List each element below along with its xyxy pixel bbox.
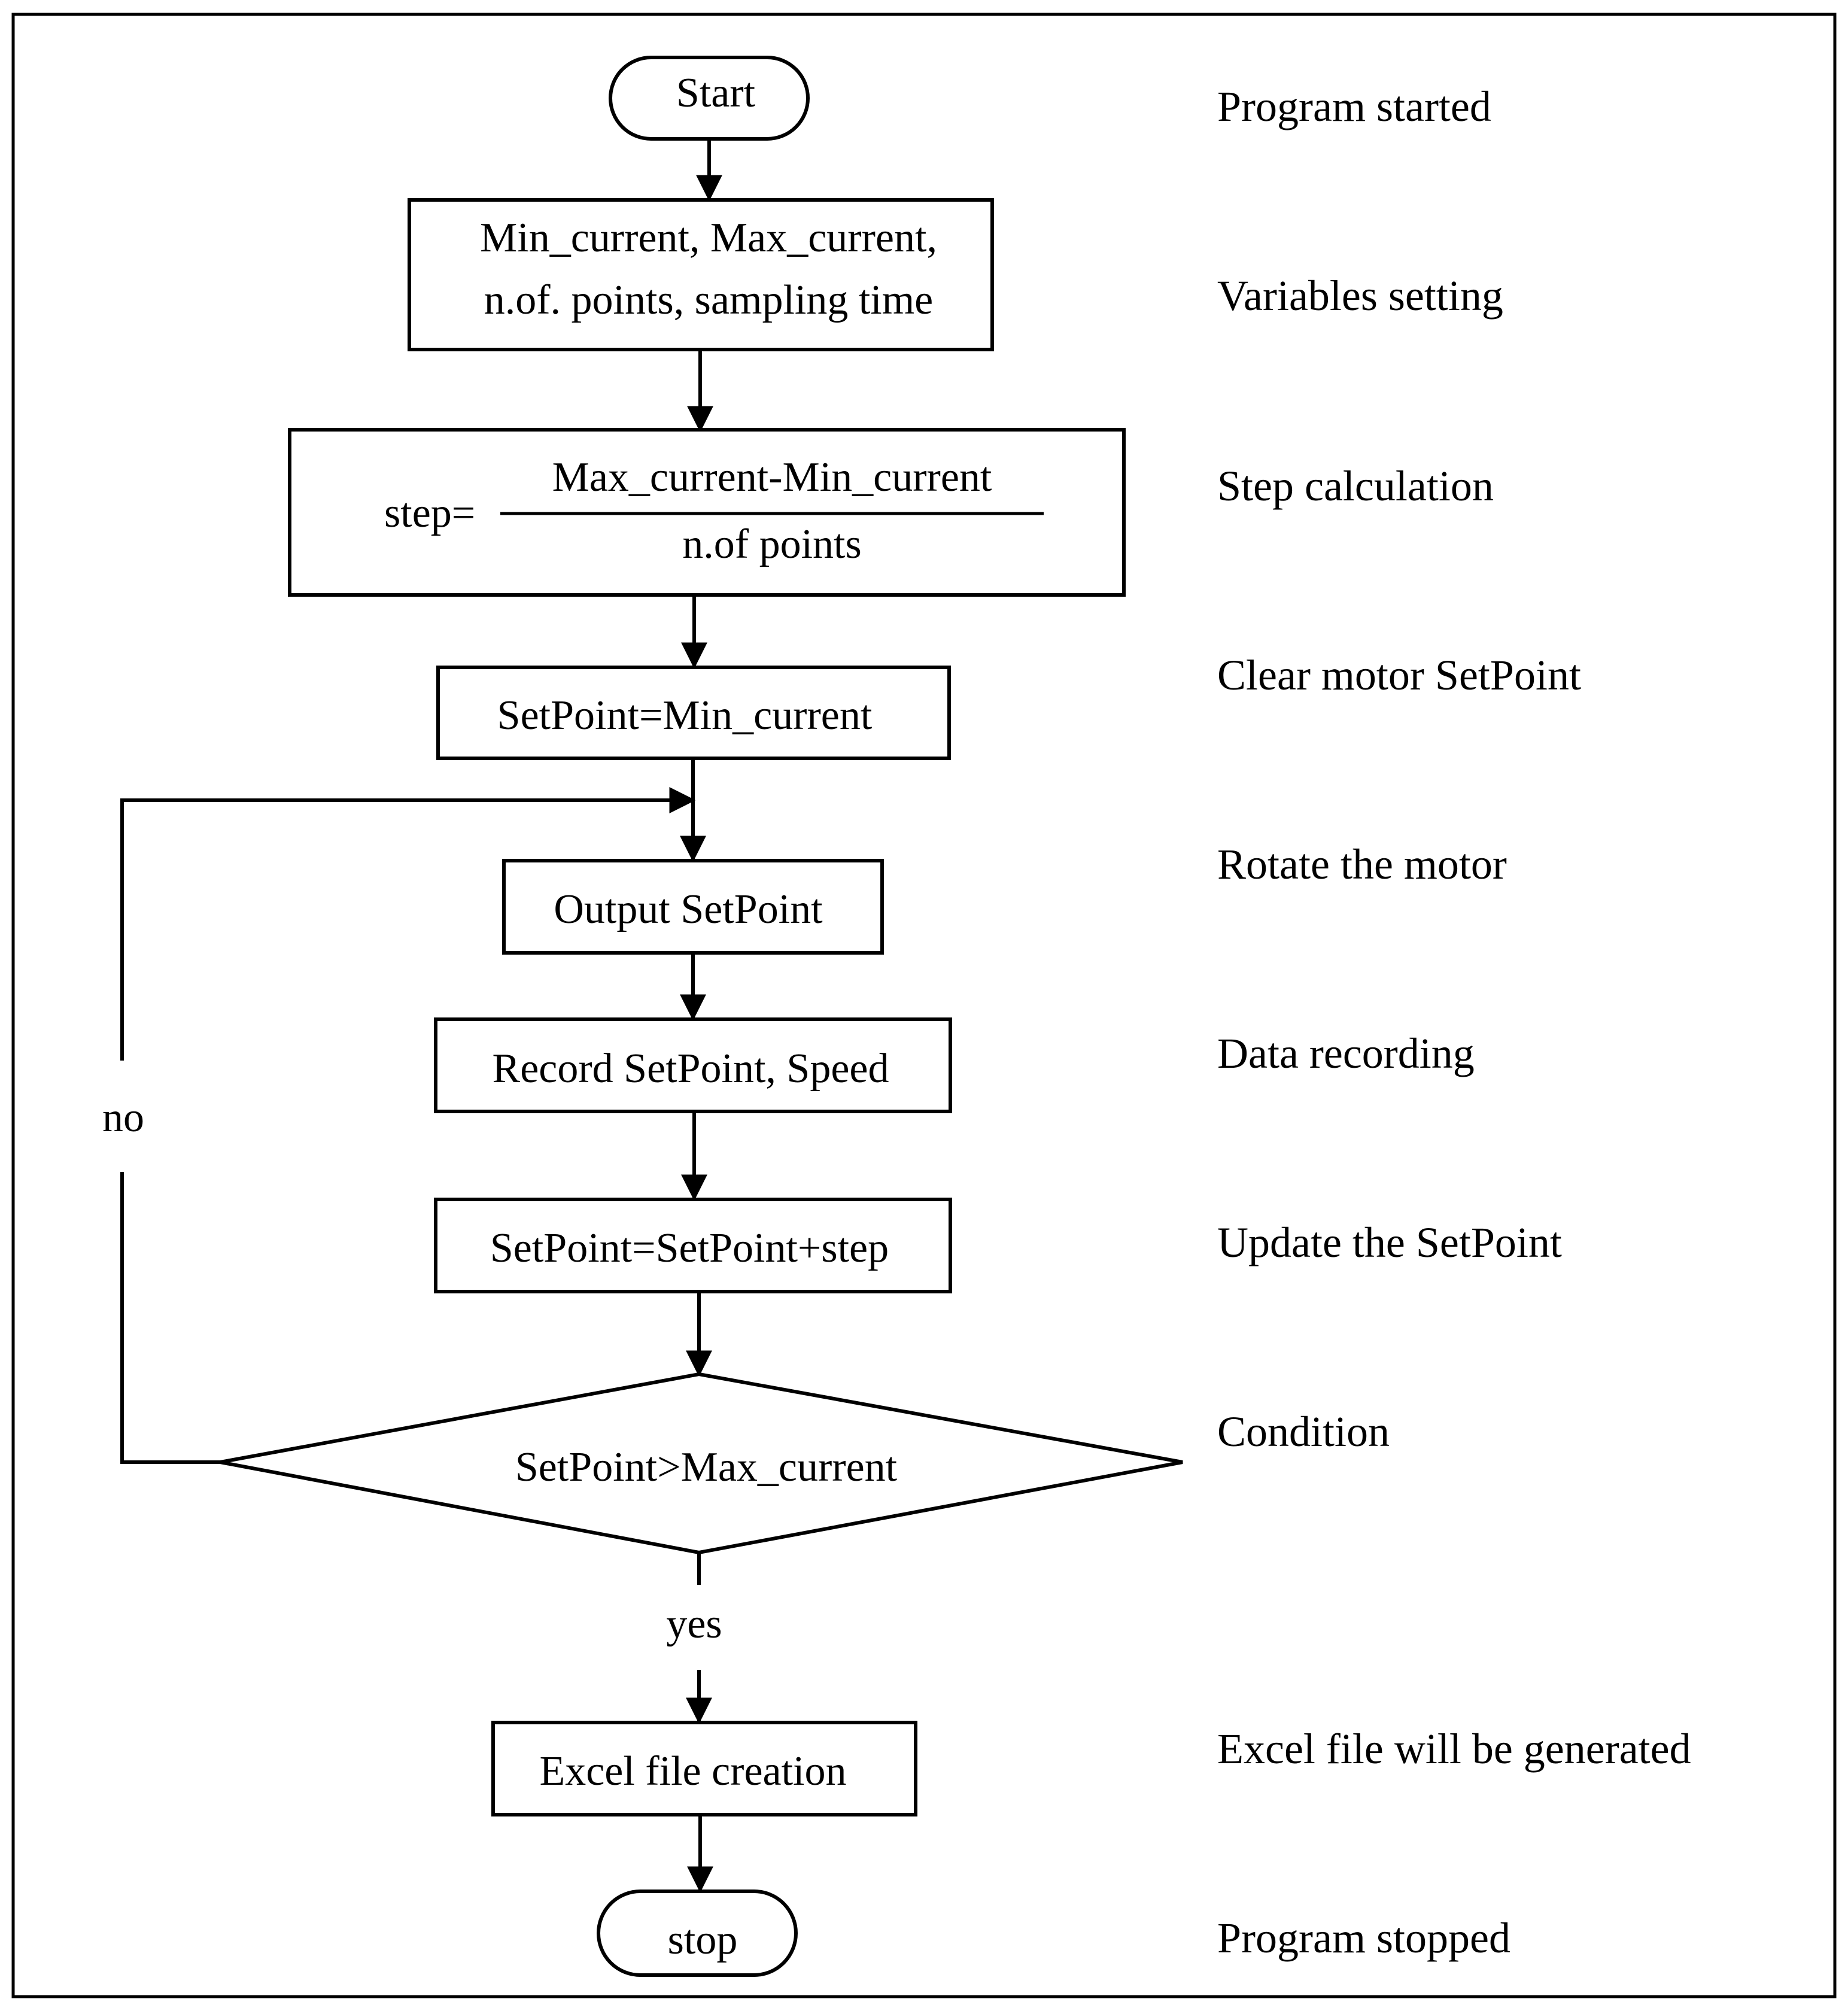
variables-line-2: n.of. points, sampling time (484, 277, 934, 323)
desc-excel-generated: Excel file will be generated (1217, 1725, 1691, 1773)
branch-yes-label: yes (666, 1601, 722, 1647)
condition-label: SetPoint>Max_current (515, 1444, 898, 1490)
record-box: Record SetPoint, Speed (434, 1017, 952, 1113)
stop-label: stop (668, 1917, 738, 1963)
variables-line-1: Min_current, Max_current, (480, 215, 937, 261)
excel-label: Excel file creation (539, 1748, 846, 1794)
record-label: Record SetPoint, Speed (493, 1046, 889, 1092)
variables-box: Min_current, Max_current, n.of. points, … (408, 198, 994, 351)
excel-box: Excel file creation (491, 1721, 917, 1816)
desc-data-recording: Data recording (1217, 1029, 1475, 1077)
desc-clear-motor-setpoint: Clear motor SetPoint (1217, 651, 1581, 699)
setpoint-init-label: SetPoint=Min_current (497, 692, 873, 739)
start-terminal: Start (609, 56, 810, 141)
desc-step-calculation: Step calculation (1217, 462, 1494, 510)
desc-update-setpoint: Update the SetPoint (1217, 1219, 1562, 1266)
loop-no-upper (120, 787, 696, 1061)
setpoint-init-box: SetPoint=Min_current (436, 666, 951, 760)
desc-variables-setting: Variables setting (1217, 272, 1503, 320)
branch-no-label: no (102, 1095, 144, 1141)
step-descriptions: Program started Variables setting Step c… (1217, 83, 1691, 1962)
desc-condition: Condition (1217, 1408, 1390, 1456)
update-label: SetPoint=SetPoint+step (490, 1225, 889, 1271)
output-box: Output SetPoint (502, 859, 884, 955)
outer-frame (11, 13, 1837, 1998)
connectors (120, 139, 722, 1893)
start-label: Start (676, 70, 756, 116)
step-numerator: Max_current-Min_current (552, 454, 992, 500)
stop-terminal: stop (597, 1890, 798, 1977)
output-label: Output SetPoint (554, 886, 823, 932)
update-box: SetPoint=SetPoint+step (434, 1198, 952, 1293)
step-prefix: step= (384, 490, 475, 536)
desc-program-stopped: Program stopped (1217, 1914, 1510, 1962)
desc-program-started: Program started (1217, 83, 1491, 130)
loop-no-lower (120, 1172, 220, 1464)
step-denominator: n.of points (682, 521, 861, 567)
desc-rotate-motor: Rotate the motor (1217, 840, 1507, 888)
step-box: step= Max_current-Min_current n.of point… (288, 428, 1126, 597)
condition-diamond: SetPoint>Max_current (220, 1372, 1183, 1555)
